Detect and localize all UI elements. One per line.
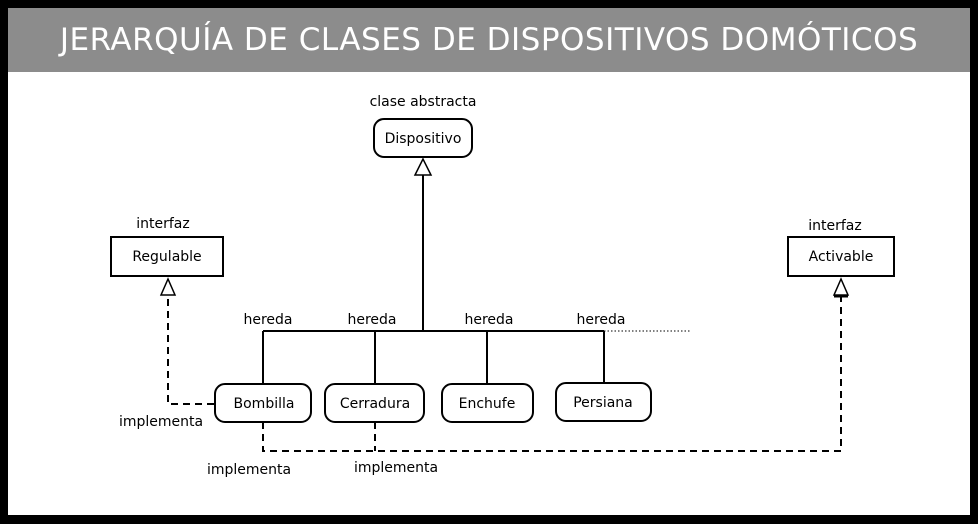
inherit-label: hereda (464, 312, 513, 328)
class-name-cerradura: Cerradura (340, 396, 410, 412)
inherit-arrow-icon (413, 157, 433, 176)
class-box-bombilla[interactable] (214, 383, 312, 423)
interface-box-regulable[interactable] (110, 236, 224, 277)
stereotype-label: interfaz (808, 218, 861, 234)
class-box-cerradura[interactable] (324, 383, 425, 423)
class-name-bombilla: Bombilla (234, 396, 295, 412)
class-box-enchufe[interactable] (441, 383, 534, 423)
inherit-label: hereda (347, 312, 396, 328)
class-box-dispositivo[interactable] (373, 118, 473, 158)
implements-arrow-icon (159, 277, 177, 296)
class-name-enchufe: Enchufe (459, 396, 516, 412)
class-name-persiana: Persiana (573, 395, 633, 411)
inherit-label: hereda (243, 312, 292, 328)
implements-label: implementa (119, 414, 203, 430)
interface-name-regulable: Regulable (132, 249, 201, 265)
class-name-dispositivo: Dispositivo (385, 131, 462, 147)
implements-regulable-line (167, 295, 214, 405)
stereotype-label: clase abstracta (370, 94, 477, 110)
stereotype-label: interfaz (136, 216, 189, 232)
page-title: JERARQUÍA DE CLASES DE DISPOSITIVOS DOMÓ… (8, 8, 970, 72)
implements-arrow-icon (832, 277, 850, 296)
interface-name-activable: Activable (809, 249, 874, 265)
implements-activable-line (262, 297, 842, 452)
interface-box-activable[interactable] (787, 236, 895, 277)
implements-label: implementa (354, 460, 438, 476)
implements-label: implementa (207, 462, 291, 478)
inherit-label: hereda (576, 312, 625, 328)
class-box-persiana[interactable] (555, 382, 652, 422)
